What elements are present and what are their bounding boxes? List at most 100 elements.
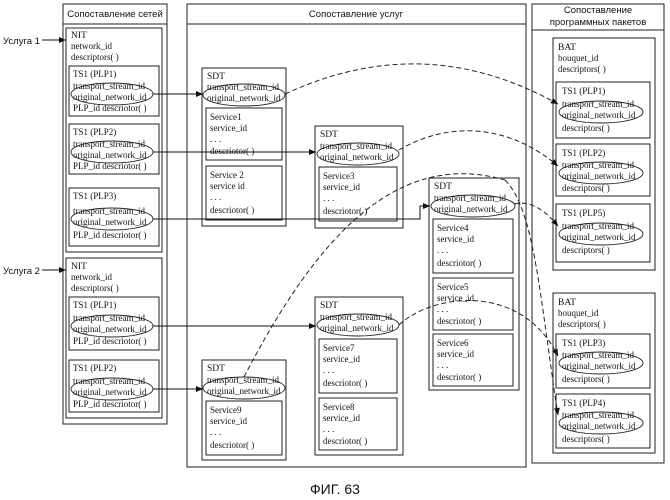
service-name: Service7	[323, 343, 355, 353]
bat1-title: BAT	[558, 43, 576, 53]
ts-title: TS1 (PLP1)	[562, 86, 605, 96]
bat2-descriptors: descriptors( )	[558, 319, 606, 329]
service-name: Service8	[323, 402, 355, 412]
service-entry: Service 2 service id . . . descriotor( )	[206, 166, 282, 220]
nit1-network-id: network_id	[71, 41, 112, 51]
service-entry: Service6 service_id . . . descriotor( )	[433, 334, 513, 386]
bouquet-panel-title-line2: программных пакетов	[550, 17, 647, 28]
bat-table-1: BAT bouquet_id descriptors( ) TS1 (PLP1)…	[553, 38, 655, 270]
service-entry: Service8 service_id . . . descriotor( )	[319, 398, 397, 450]
service-id: service_id	[437, 234, 474, 244]
service-name: Service5	[437, 282, 469, 292]
ts-original-network-id: original_network_id	[73, 217, 147, 227]
sdt-table-5: SDT transport_stream_id original_network…	[202, 360, 286, 460]
bat1-ts-entry: TS1 (PLP2) transport_stream_id original_…	[556, 144, 650, 196]
dashed-sdt2-to-bat1-plp2	[399, 131, 558, 166]
service-id: service_id	[323, 413, 360, 423]
sdt-transport-stream-id: transport_stream_id	[207, 82, 279, 92]
bat1-ts-entry: TS1 (PLP5) transport_stream_id original_…	[556, 204, 650, 262]
service-ellipsis: . . .	[323, 365, 334, 375]
bat2-ts-entry: TS1 (PLP4) transport_stream_id original_…	[556, 394, 650, 448]
sdt-table-2: SDT transport_stream_id original_network…	[315, 126, 403, 228]
ts-plp-id-descriptor: PLP_id descriotor( )	[73, 161, 147, 171]
ts-title: TS1 (PLP2)	[73, 363, 116, 373]
nit2-ts-entry: TS1 (PLP1) transport_stream_id original_…	[69, 297, 159, 350]
sdt-title: SDT	[207, 72, 225, 82]
sdt-original-network-id: original_network_id	[320, 152, 394, 162]
ts-descriptors: descriptors( )	[562, 374, 610, 384]
ts-descriptors: descriptors( )	[562, 434, 610, 444]
ts-original-network-id: original_network_id	[562, 232, 636, 242]
figure-caption: ФИГ. 63	[310, 481, 360, 497]
service-name: Service 2	[210, 170, 244, 180]
ts-title: TS1 (PLP3)	[562, 338, 605, 348]
ts-title: TS1 (PLP3)	[73, 191, 116, 201]
network-panel-title: Сопоставление сетей	[67, 9, 163, 20]
sdt-transport-stream-id: transport_stream_id	[207, 375, 279, 385]
ts-original-network-id: original_network_id	[73, 387, 147, 397]
ts-original-network-id: original_network_id	[73, 150, 147, 160]
input-service2-label: Услуга 2	[3, 266, 40, 277]
service-entry: Service9 service_id . . . descriotor( )	[206, 401, 282, 455]
service-ellipsis: . . .	[323, 424, 334, 434]
nit2-network-id: network_id	[71, 272, 112, 282]
service-descriptor: descriotor( )	[323, 436, 367, 446]
ts-original-network-id: original_network_id	[562, 171, 636, 181]
service-id: service id	[210, 181, 245, 191]
service-ellipsis: . . .	[323, 193, 334, 203]
sdt-table-3: SDT transport_stream_id original_network…	[429, 178, 519, 390]
sdt-title: SDT	[207, 364, 225, 374]
bat1-descriptors: descriptors( )	[558, 64, 606, 74]
sdt-title: SDT	[320, 301, 338, 311]
service-name: Service1	[210, 112, 242, 122]
service-entry: Service7 service_id . . . descriotor( )	[319, 339, 397, 393]
ts-descriptors: descriptors( )	[562, 183, 610, 193]
service-ellipsis: . . .	[210, 427, 221, 437]
nit2-title: NIT	[71, 262, 87, 272]
service-entry: Service3 service_id . . . descriotor( )	[319, 167, 397, 221]
ts-original-network-id: original_network_id	[562, 421, 636, 431]
nit1-ts-entry: TS1 (PLP2) transport_stream_id original_…	[69, 124, 159, 174]
service-panel-title: Сопоставление услуг	[309, 9, 404, 20]
sdt-original-network-id: original_network_id	[434, 204, 508, 214]
ts-descriptors: descriptors( )	[562, 123, 610, 133]
nit2-descriptors: descriptors( )	[71, 283, 119, 293]
input-service1-label: Услуга 1	[3, 36, 40, 47]
ts-title: TS1 (PLP2)	[562, 148, 605, 158]
bat1-ts-entry: TS1 (PLP1) transport_stream_id original_…	[556, 82, 650, 138]
ts-plp-id-descriptor: PLP_id descriotor( )	[73, 230, 147, 240]
sdt-table-1: SDT transport_stream_id original_network…	[202, 68, 286, 226]
ts-plp-id-descriptor: PLP_id descriotor( )	[73, 336, 147, 346]
ts-title: TS1 (PLP1)	[73, 300, 116, 310]
service-ellipsis: . . .	[210, 192, 221, 202]
nit1-ts-entry: TS1 (PLP1) transport_stream_id original_…	[69, 66, 159, 116]
bat2-ts-entry: TS1 (PLP3) transport_stream_id original_…	[556, 334, 650, 388]
service-name: Service9	[210, 405, 242, 415]
service-entry: Service5 service_id . . . descriotor( )	[433, 278, 513, 330]
service-entry: Service4 service_id . . . descriotor( )	[433, 219, 513, 273]
sdt-title: SDT	[320, 130, 338, 140]
service-ellipsis: . . .	[437, 245, 448, 255]
bouquet-panel-title-line1: Сопоставление	[564, 5, 632, 16]
service-ellipsis: . . .	[210, 134, 221, 144]
sdt-title: SDT	[434, 182, 452, 192]
service-name: Service6	[437, 338, 469, 348]
dashed-sdt1-to-bat1-plp1	[285, 64, 558, 104]
service-id: service_id	[210, 416, 247, 426]
service-id: service_id	[323, 354, 360, 364]
service-ellipsis: . . .	[437, 360, 448, 370]
ts-title: TS1 (PLP4)	[562, 398, 605, 408]
nit1-ts-entry: TS1 (PLP3) transport_stream_id original_…	[69, 188, 159, 246]
service-name: Service3	[323, 171, 355, 181]
service-id: service_id	[437, 293, 474, 303]
service-ellipsis: . . .	[437, 304, 448, 314]
service-descriptor: descriotor( )	[210, 440, 254, 450]
ts-descriptors: descriptors( )	[562, 245, 610, 255]
service-descriptor: descriotor( )	[210, 146, 254, 156]
sdt-original-network-id: original_network_id	[320, 323, 394, 333]
ts-plp-id-descriptor: PLP_id descriotor( )	[73, 103, 147, 113]
nit-table-1: NIT network_id descriptors( ) TS1 (PLP1)…	[66, 28, 162, 252]
service-name: Service4	[437, 223, 469, 233]
service-id: service_id	[323, 182, 360, 192]
